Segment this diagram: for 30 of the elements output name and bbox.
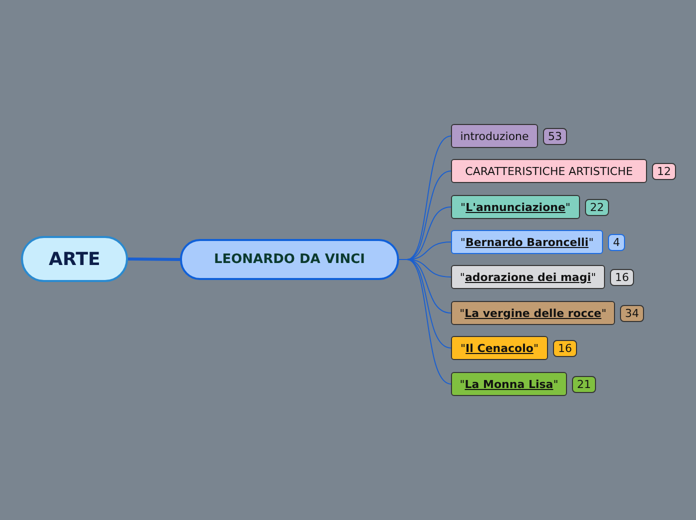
subtopic-box xyxy=(451,336,548,360)
count-badge: 34 xyxy=(620,304,644,322)
topic-label: CARATTERISTICHE ARTISTICHE xyxy=(465,164,633,178)
topic-label: "Bernardo Baroncelli" xyxy=(460,236,594,248)
central-topic xyxy=(21,236,128,282)
count-badge: 21 xyxy=(572,376,596,392)
count-badge: 16 xyxy=(553,340,577,356)
subtopic-box xyxy=(451,230,603,254)
count-badge: 12 xyxy=(652,162,676,180)
topic-label: "Il Cenacolo" xyxy=(460,342,538,354)
main-topic xyxy=(180,239,399,280)
subtopic-box xyxy=(451,301,615,325)
subtopic-box xyxy=(451,265,605,289)
branch-connector xyxy=(398,259,452,384)
topic-label: "L'annunciazione" xyxy=(460,200,570,214)
thick-connector xyxy=(128,258,180,261)
topic-label: "La vergine delle rocce" xyxy=(460,306,606,320)
count-badge: 16 xyxy=(610,268,634,286)
count-badge: 22 xyxy=(585,198,609,216)
topic-label: "La Monna Lisa" xyxy=(460,378,558,390)
topic-title: ARTE xyxy=(48,248,100,270)
topic-title: LEONARDO DA VINCI xyxy=(214,252,366,267)
topic-label: "adorazione dei magi" xyxy=(460,270,596,284)
count-badge: 4 xyxy=(608,234,625,250)
subtopic-box xyxy=(451,195,580,219)
subtopic-box xyxy=(451,372,567,396)
topic-label: introduzione xyxy=(460,130,529,142)
subtopic-box xyxy=(451,159,647,183)
subtopic-box xyxy=(451,124,538,148)
count-badge: 53 xyxy=(543,128,567,144)
